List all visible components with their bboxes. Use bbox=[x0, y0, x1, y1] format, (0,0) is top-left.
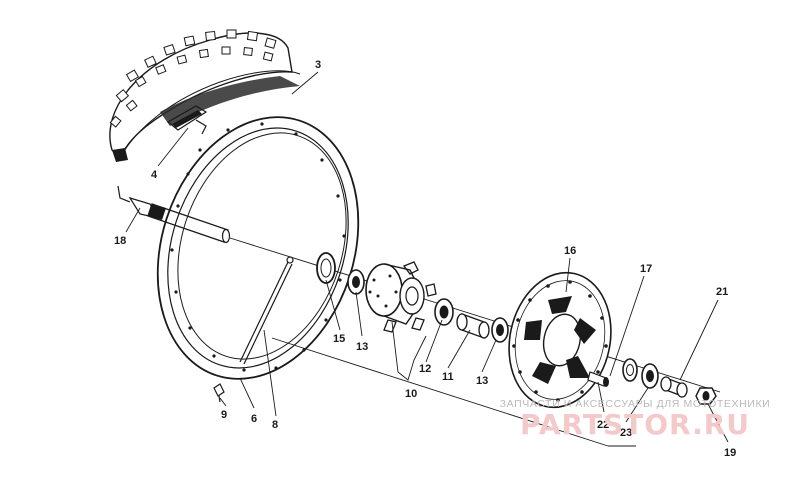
bearing-left bbox=[347, 269, 365, 295]
hub bbox=[365, 261, 437, 333]
rim-strap bbox=[166, 105, 208, 135]
callout-11: 11 bbox=[442, 371, 454, 383]
callout-9: 9 bbox=[221, 409, 227, 421]
callout-8: 8 bbox=[272, 419, 278, 431]
callout-19: 19 bbox=[724, 447, 736, 459]
callout-15: 15 bbox=[333, 333, 345, 345]
rim bbox=[156, 116, 360, 380]
callout-21: 21 bbox=[716, 286, 728, 298]
axle-centerline bbox=[229, 237, 721, 393]
callout-10: 10 bbox=[405, 388, 417, 400]
spacer-11 bbox=[456, 313, 490, 339]
spacer-23 bbox=[641, 363, 659, 389]
leader-lines bbox=[125, 71, 729, 447]
spoke-nipple bbox=[213, 383, 225, 403]
spacer-21 bbox=[660, 376, 688, 398]
axle bbox=[117, 185, 231, 244]
bearing-12 bbox=[434, 298, 454, 326]
callout-18: 18 bbox=[114, 235, 126, 247]
callout-6: 6 bbox=[251, 413, 257, 425]
seal bbox=[316, 252, 336, 284]
callout-13-left: 13 bbox=[356, 341, 368, 353]
callout-4: 4 bbox=[151, 169, 158, 181]
callout-labels: 3 4 18 15 13 16 17 21 12 11 13 10 22 23 … bbox=[114, 59, 736, 459]
spoke bbox=[239, 256, 294, 365]
axle-nut bbox=[695, 387, 717, 405]
callout-13-right: 13 bbox=[476, 375, 488, 387]
callout-3: 3 bbox=[315, 59, 321, 71]
callout-12: 12 bbox=[419, 363, 431, 375]
callout-17: 17 bbox=[640, 263, 652, 275]
seal-17 bbox=[622, 358, 638, 382]
callout-23: 23 bbox=[620, 427, 632, 439]
brake-disc bbox=[508, 271, 612, 409]
tyre bbox=[109, 29, 301, 162]
callout-16: 16 bbox=[564, 245, 576, 257]
bearing-right bbox=[491, 317, 509, 343]
disc-bolt bbox=[587, 371, 609, 387]
callout-22: 22 bbox=[597, 419, 609, 431]
